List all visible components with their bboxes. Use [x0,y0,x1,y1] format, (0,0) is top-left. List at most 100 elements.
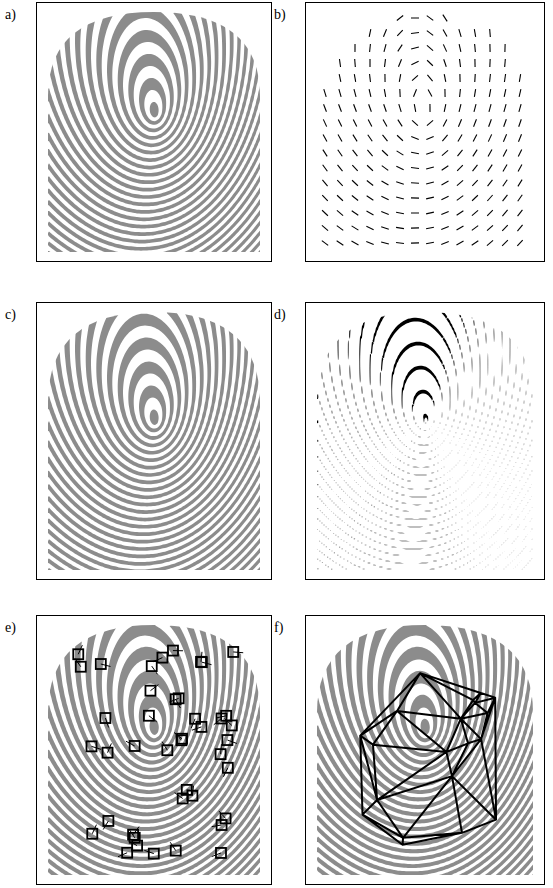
minutia-marker [145,686,155,696]
orientation-tick [367,150,372,156]
panel-illustration [48,12,262,254]
figure-panel: a) [36,2,272,262]
minutia-marker [162,745,172,755]
orientation-tick [472,241,479,246]
orientation-tick [354,59,356,67]
orientation-tick [411,17,419,18]
orientation-tick [503,149,507,156]
orientation-tick [396,242,404,244]
orientation-tick [504,119,507,127]
orientation-tick [414,104,415,112]
orientation-tick [474,89,475,97]
orientation-tick [474,59,475,67]
orientation-tick [339,104,342,111]
panel-letter: f) [274,620,300,635]
orientation-tick [503,134,506,141]
minutia-marker [178,793,188,803]
minutia-marker [227,720,237,730]
orientation-tick [426,242,434,244]
orientation-tick [489,119,492,127]
panel-illustration [317,625,535,877]
orientation-tick [458,135,462,142]
panel-illustration [322,15,523,246]
orientation-tick [366,226,373,229]
orientation-tick [339,59,340,67]
minutia-marker [221,711,231,721]
orientation-tick [354,44,355,52]
minutia-marker [96,659,106,669]
orientation-tick [441,242,448,245]
orientation-tick [384,74,385,82]
orientation-tick [322,225,328,230]
orientation-tick [474,74,476,82]
minutia-marker [76,662,86,672]
minutia-marker [147,661,157,671]
panel-illustration [317,312,535,572]
orientation-tick [398,120,402,127]
orientation-tick [487,210,493,216]
orientation-tick [397,135,403,140]
orientation-tick [354,104,357,111]
orientation-tick [426,212,434,214]
orientation-tick [504,44,505,52]
ridge [48,625,262,877]
orientation-tick [397,16,403,21]
minutia-marker [122,848,132,858]
minutia-marker [190,714,200,724]
orientation-tick [426,152,434,155]
orientation-tick [383,120,387,127]
orientation-tick [384,104,387,112]
orientation-tick [369,44,371,52]
orientation-tick [472,180,477,186]
minutia-marker [171,694,181,704]
orientation-tick [457,180,463,185]
orientation-tick [337,195,343,200]
orientation-tick [426,197,434,199]
minutia-marker [222,735,232,745]
orientation-tick [487,240,493,245]
orientation-tick [324,104,327,111]
orientation-tick [443,44,446,51]
orientation-tick [411,152,419,154]
orientation-tick [411,167,419,169]
orientation-tick [457,165,463,171]
orientation-tick [411,212,419,213]
orientation-tick [504,59,506,67]
orientation-tick [399,104,401,112]
orientation-tick [488,134,491,141]
orientation-tick [352,195,358,200]
orientation-tick [369,104,372,112]
orientation-tick [338,150,343,157]
minutia-marker [223,763,233,773]
orientation-tick [489,29,491,37]
orientation-tick [504,74,505,82]
orientation-tick [459,44,461,52]
orientation-tick [354,89,356,97]
orientation-tick [396,212,404,214]
orientation-tick [474,29,475,37]
orientation-tick [384,44,386,52]
orientation-tick [489,104,491,112]
orientation-tick [489,89,491,97]
orientation-tick [352,226,359,230]
orientation-tick [427,31,433,36]
orientation-tick [352,180,358,185]
orientation-tick [442,150,448,155]
orientation-tick [369,74,371,82]
minutia-marker [149,849,159,859]
orientation-tick [426,136,433,139]
orientation-tick [444,89,445,97]
minutia-marker [103,748,113,758]
orientation-tick [503,165,507,172]
panel-letter: e) [5,620,31,635]
minutia-marker [103,816,113,826]
orientation-tick [456,241,463,245]
figure-panel: d) [305,302,545,580]
orientation-tick [426,167,434,169]
orientation-tick [367,181,373,186]
orientation-tick [442,181,449,185]
orientation-tick [517,240,522,246]
orientation-tick [412,75,418,80]
orientation-tick [502,210,507,216]
ridge [317,625,535,877]
